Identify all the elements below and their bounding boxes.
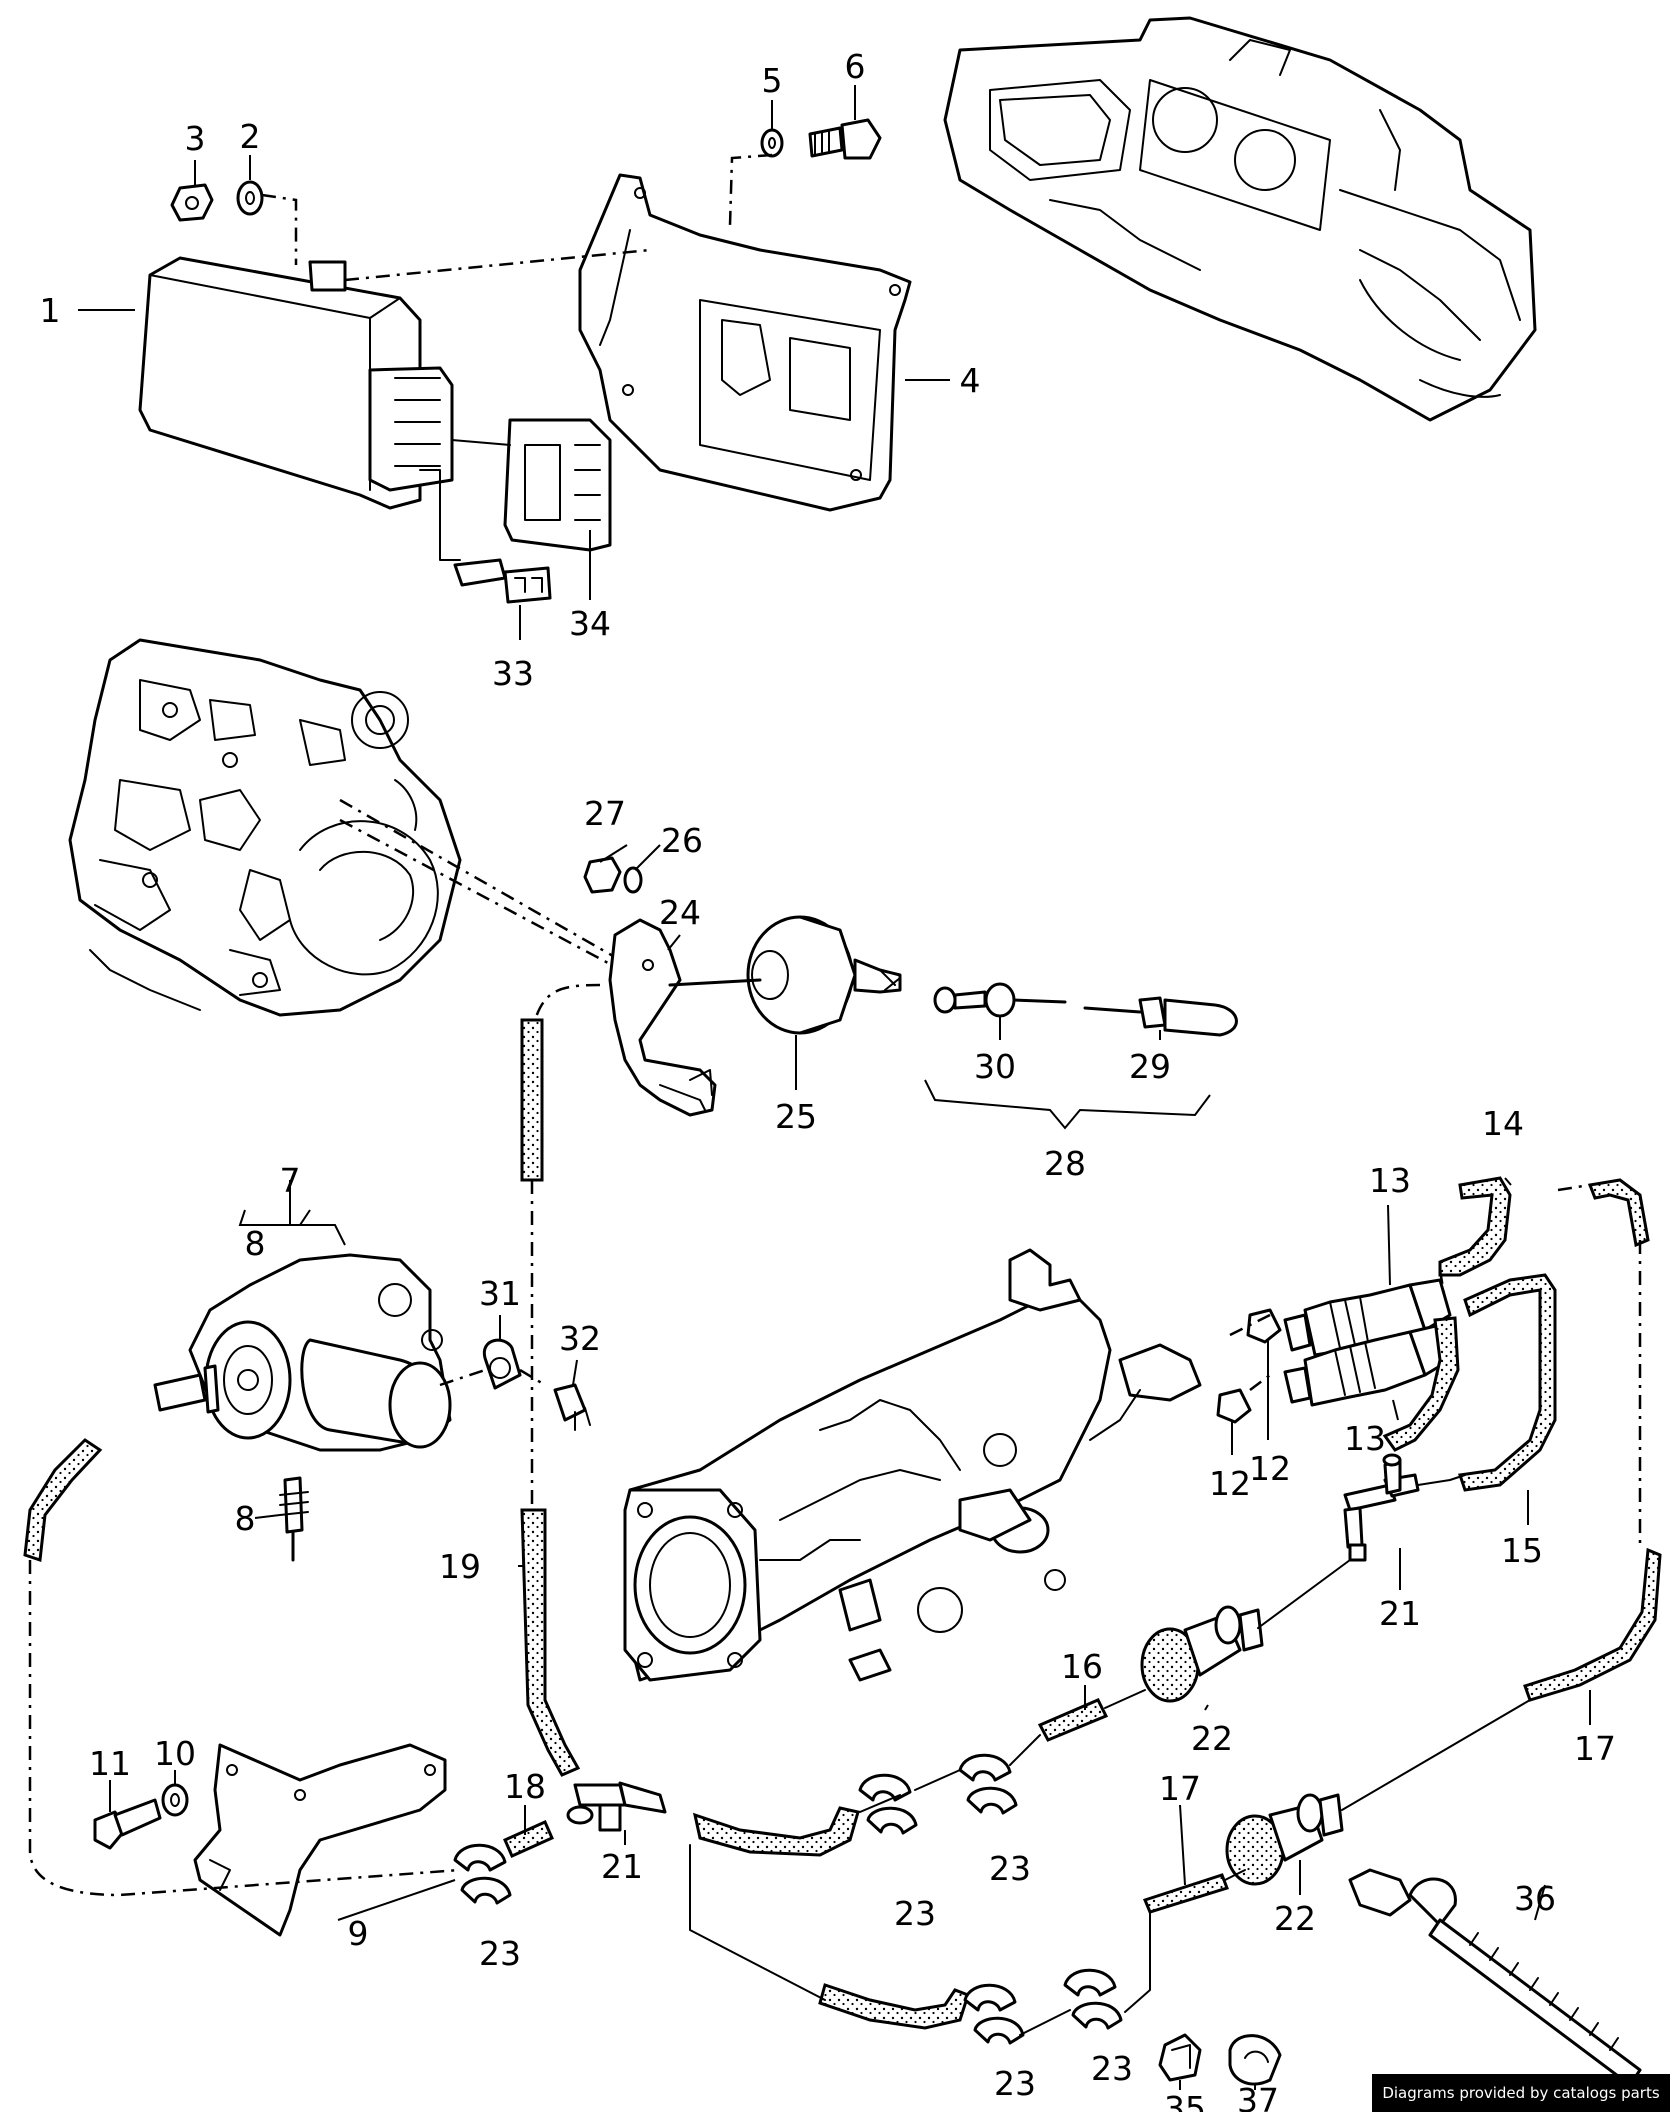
control-unit [138,256,454,510]
hose-left [23,1438,103,1563]
callout-8-lower: 8 [235,1499,256,1538]
callout-12-left: 12 [1209,1464,1251,1503]
callout-24: 24 [659,893,701,932]
callout-32: 32 [559,1319,601,1358]
nut-27 [583,856,622,894]
valve-12-upper [1246,1308,1282,1344]
callout-labels: 1 2 3 4 5 6 7 8 8 9 10 11 12 12 13 13 14… [40,47,1617,2112]
fitting-22-upper [1140,1605,1264,1703]
hose-15 [1382,1273,1557,1492]
connector-33 [453,558,552,604]
callout-22-upper: 22 [1191,1719,1233,1758]
callout-15: 15 [1501,1531,1543,1570]
callout-13-lower: 13 [1344,1419,1386,1458]
t-connector-21-lower [566,1781,667,1832]
callout-21-upper: 21 [1379,1594,1421,1633]
t-connector-21-upper [1343,1453,1420,1562]
hose-17-upper [1587,1178,1650,1248]
hose-17-mid [1142,1873,1229,1914]
callout-6: 6 [845,47,866,86]
clamp-23-d [963,1983,1025,2045]
callout-8-upper: 8 [245,1224,266,1263]
hose-19 [520,1018,581,1777]
hose-14 [1438,1176,1512,1277]
callout-1: 1 [40,291,61,330]
callout-28: 28 [1044,1144,1086,1183]
connector-31 [482,1338,522,1390]
callout-29: 29 [1129,1047,1171,1086]
clip-37 [1228,2034,1282,2086]
idle-motor-7 [153,1253,452,1452]
hose-lower-middle [692,1806,860,1857]
callout-34: 34 [569,604,611,643]
callout-23-a: 23 [479,1934,521,1973]
callout-10: 10 [154,1734,196,1773]
callout-23-e: 23 [1091,2049,1133,2088]
callout-17-right: 17 [1574,1729,1616,1768]
callout-11: 11 [89,1744,131,1783]
callout-9: 9 [348,1914,369,1953]
credit-banner: Diagrams provided by catalogs parts [1372,2074,1670,2112]
callout-26: 26 [661,821,703,860]
vacuum-unit-25 [668,915,902,1035]
callout-13-upper: 13 [1369,1161,1411,1200]
bolt-11 [93,1798,162,1850]
callout-23-d: 23 [994,2064,1036,2103]
clip-35 [1158,2033,1202,2082]
callout-36: 36 [1514,1879,1556,1918]
hose-16 [1037,1698,1109,1742]
throttle-housing [623,1248,1202,1682]
leader-lines [78,85,1591,2090]
bulkhead-panel [943,16,1537,422]
engine-block [68,638,462,1017]
callout-23-c: 23 [989,1849,1031,1888]
rod-29 [1083,996,1238,1037]
pin-30 [933,982,1067,1018]
callout-37: 37 [1237,2081,1279,2112]
washer-10 [161,1783,189,1817]
hose-17-lower [1523,1547,1662,1702]
bracket-24 [608,918,717,1117]
callout-21-lower: 21 [601,1847,643,1886]
callout-17-mid: 17 [1159,1769,1201,1808]
callout-18: 18 [504,1767,546,1806]
callout-22-lower: 22 [1274,1899,1316,1938]
clamp-23-e [1063,1968,1123,2030]
washer-5 [760,128,784,158]
callout-16: 16 [1061,1647,1103,1686]
washer-26 [623,866,643,894]
callout-4: 4 [960,361,981,400]
hose-18 [503,1820,554,1858]
connector-34 [503,418,612,552]
callout-27: 27 [584,794,626,833]
connector-32 [553,1383,591,1431]
callout-23-b: 23 [894,1894,936,1933]
cable-tie-36 [1348,1868,1642,2087]
sensor-8 [279,1476,309,1562]
clamp-23-b [858,1773,918,1835]
callout-3: 3 [185,119,206,158]
nut-3 [170,183,214,222]
callout-7: 7 [280,1161,301,1200]
callout-30: 30 [974,1047,1016,1086]
callout-2: 2 [240,117,261,156]
fitting-22-lower [1225,1793,1344,1886]
callout-35: 35 [1164,2089,1206,2112]
valve-12-lower [1216,1388,1252,1424]
callout-19: 19 [439,1547,481,1586]
mounting-bracket [578,173,912,512]
clamp-23-a [453,1843,512,1905]
callout-14: 14 [1482,1104,1524,1143]
bracket-9 [193,1743,447,1937]
clamp-23-c [958,1753,1018,1815]
callout-31: 31 [479,1274,521,1313]
hose-bottom [818,1983,970,2030]
bolt-6 [808,118,882,160]
callout-12-right: 12 [1249,1449,1291,1488]
callout-25: 25 [775,1097,817,1136]
callout-5: 5 [762,61,783,100]
callout-33: 33 [492,654,534,693]
washer-2 [236,180,264,216]
